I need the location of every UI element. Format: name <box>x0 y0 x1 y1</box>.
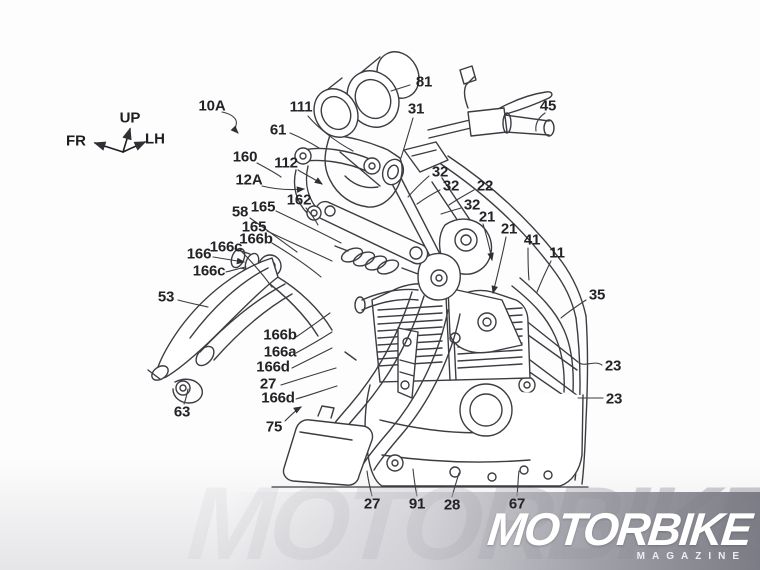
ref-label-63: 63 <box>173 403 191 421</box>
ref-label-166: 166 <box>186 245 212 263</box>
ref-label-32: 32 <box>431 163 449 181</box>
knuckle-plates <box>417 218 493 301</box>
ref-label-10A: 10A <box>198 97 226 115</box>
cooler-plate <box>282 405 374 486</box>
ref-label-12A: 12A <box>235 171 263 189</box>
handlebar <box>427 65 555 139</box>
ref-label-165: 165 <box>250 198 276 216</box>
ref-label-166c: 166c <box>209 238 243 256</box>
left-arm <box>147 247 333 404</box>
ref-label-166d: 166d <box>256 358 290 376</box>
ref-label-21: 21 <box>478 208 496 226</box>
ref-label-53: 53 <box>157 288 175 306</box>
ref-label-61: 61 <box>269 121 287 139</box>
ref-label-27: 27 <box>259 375 277 393</box>
ref-label-165: 165 <box>241 218 267 236</box>
ref-label-35: 35 <box>588 286 606 304</box>
ref-label-27: 27 <box>363 495 381 513</box>
ref-label-160: 160 <box>232 148 258 166</box>
engine <box>271 283 589 488</box>
ref-label-45: 45 <box>539 97 557 115</box>
ref-label-75: 75 <box>265 418 283 436</box>
ref-label-166b: 166b <box>239 230 273 248</box>
ref-label-32: 32 <box>463 196 481 214</box>
ref-label-21: 21 <box>500 220 518 238</box>
ref-label-23: 23 <box>605 390 623 408</box>
ref-label-22: 22 <box>476 177 494 195</box>
ref-label-91: 91 <box>408 495 426 513</box>
ref-label-166a: 166a <box>263 343 297 361</box>
ref-label-111: 111 <box>289 98 313 116</box>
ref-label-32: 32 <box>442 177 460 195</box>
ref-label-166d: 166d <box>261 389 295 407</box>
magazine-logo: MOTORBIKE MAGAZINE <box>484 503 753 562</box>
magazine-logo-title: MOTORBIKE <box>484 503 753 555</box>
steering-linkage <box>293 134 403 221</box>
ref-label-11: 11 <box>549 244 565 262</box>
ref-label-162: 162 <box>286 191 312 209</box>
ref-label-166b: 166b <box>263 326 297 344</box>
ref-label-41: 41 <box>523 231 541 249</box>
orientation-lh-label: LH <box>145 130 165 148</box>
ref-label-81: 81 <box>415 73 433 91</box>
ref-label-58: 58 <box>231 203 249 221</box>
headlights <box>313 51 420 138</box>
ref-label-23: 23 <box>604 357 622 375</box>
orientation-fr-label: FR <box>66 132 86 150</box>
ref-label-112: 112 <box>274 154 298 172</box>
orientation-arrows <box>93 127 147 153</box>
ref-label-28: 28 <box>443 496 461 514</box>
leader-lines <box>177 84 604 498</box>
ref-label-31: 31 <box>407 100 425 118</box>
ref-label-67: 67 <box>508 495 526 513</box>
ref-label-166c: 166c <box>192 262 226 280</box>
orientation-up-label: UP <box>119 109 141 127</box>
